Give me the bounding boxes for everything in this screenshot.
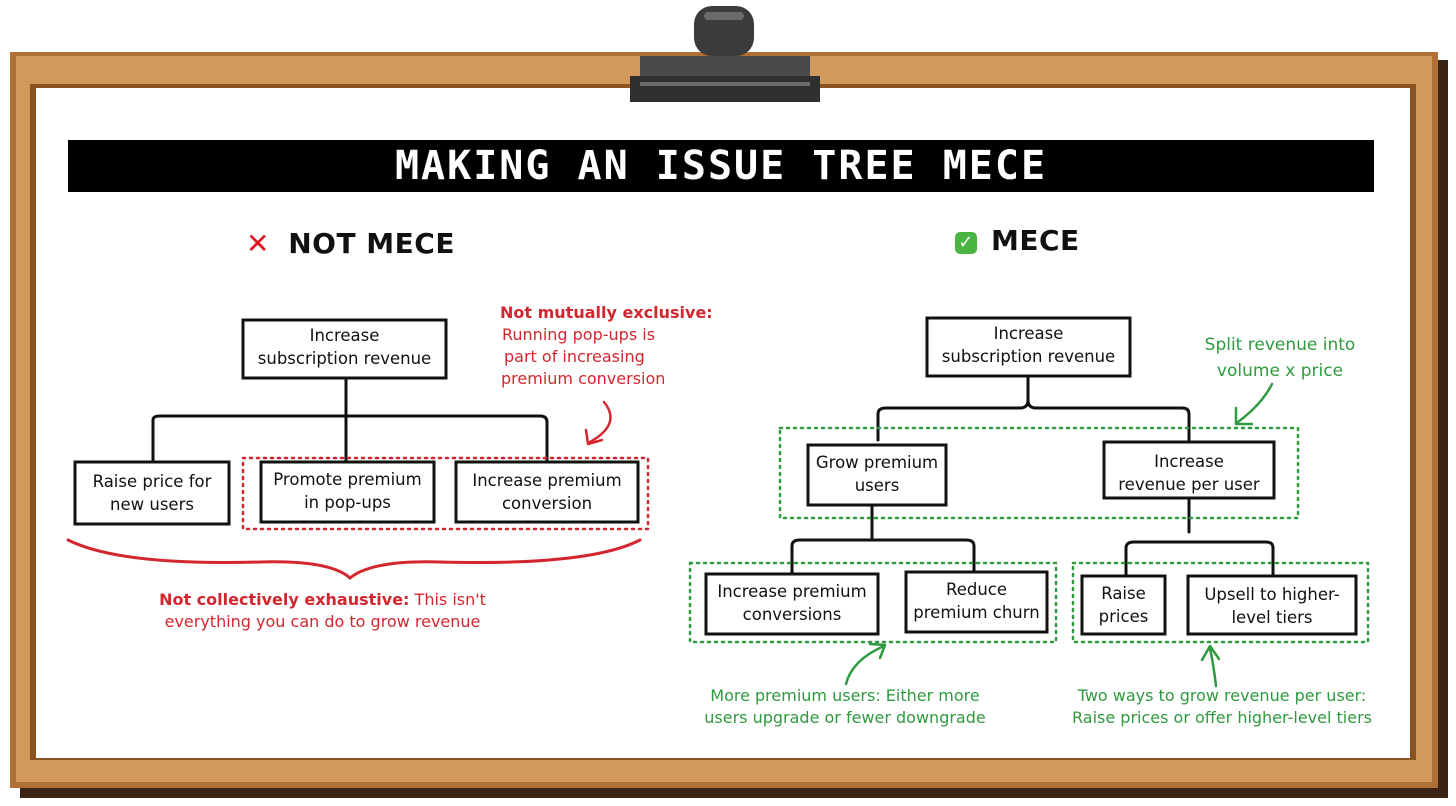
increase-premium-conversion-node: Increase premium conversion [472, 471, 622, 513]
node-box-revenue-per-user [1102, 440, 1276, 500]
node-box-increase-conversion [454, 460, 640, 524]
left-tree-connectors [151, 376, 549, 464]
left-tree-boxes [73, 318, 640, 526]
left-root-node: Increase subscription revenue [257, 326, 432, 368]
checkmark-icon: ✓ [955, 232, 977, 254]
reduce-premium-churn-node: Reduce premium churn [913, 580, 1040, 622]
split-revenue-note: Split revenue into volume x price [1204, 335, 1356, 381]
red-arrowhead [584, 428, 604, 446]
not-mece-heading-text: NOT MECE [288, 227, 455, 260]
node-box-promote-premium [259, 460, 436, 524]
not-mece-heading: ✕ NOT MECE [246, 227, 455, 261]
node-box-root [241, 318, 448, 380]
more-premium-users-note: More premium users: Either more users up… [704, 686, 986, 727]
revenue-per-user-note: Two ways to grow revenue per user: Raise… [1072, 686, 1372, 727]
node-box-raise-price [73, 460, 231, 526]
cross-icon: ✕ [246, 227, 270, 260]
green-arrows [844, 382, 1274, 688]
mece-groupings [688, 426, 1370, 644]
increase-premium-conversions-node: Increase premium conversions [717, 582, 867, 624]
clip-icon [630, 6, 820, 102]
title-bar [68, 140, 1374, 192]
node-box-increase-conversions [704, 572, 880, 636]
not-mutually-exclusive-outline [241, 456, 650, 531]
collectively-exhaustive-brace [66, 538, 642, 580]
node-box-raise-prices [1080, 574, 1167, 636]
right-root-node: Increase subscription revenue [941, 324, 1116, 366]
right-tree-connectors [790, 374, 1275, 578]
page-title: MAKING AN ISSUE TREE MECE [394, 143, 1048, 189]
raise-price-node: Raise price for new users [92, 472, 212, 514]
node-box-grow-premium [806, 443, 948, 507]
mece-heading: ✓ MECE [955, 224, 1080, 258]
not-mutually-exclusive-note: Not mutually exclusive: Running pop-ups … [500, 303, 713, 388]
node-box-upsell [1186, 574, 1358, 636]
raise-prices-node: Raise prices [1098, 584, 1149, 626]
node-box-root-mece [925, 316, 1132, 378]
promote-premium-node: Promote premium in pop-ups [273, 470, 422, 512]
increase-revenue-per-user-node: Increase revenue per user [1118, 452, 1260, 494]
right-tree-boxes [704, 316, 1358, 636]
node-box-reduce-churn [904, 570, 1049, 634]
upsell-higher-tiers-node: Upsell to higher- level tiers [1204, 585, 1340, 627]
red-arrow [588, 400, 612, 444]
grow-premium-users-node: Grow premium users [815, 453, 939, 495]
mece-heading-text: MECE [991, 224, 1080, 257]
not-collectively-exhaustive-note: Not collectively exhaustive: This isn't … [159, 590, 486, 631]
